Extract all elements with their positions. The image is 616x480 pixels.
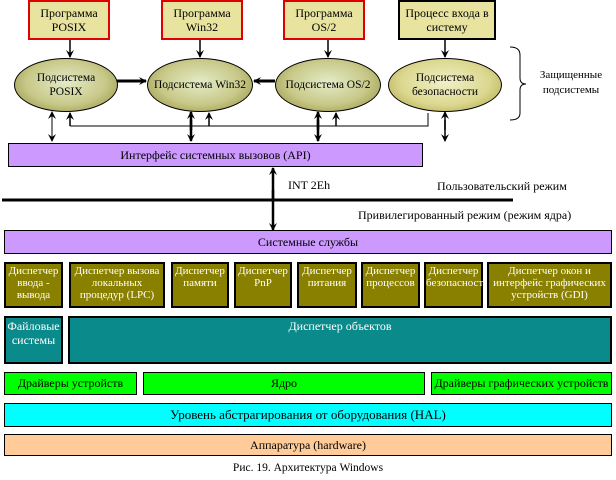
int-label: INT 2Eh bbox=[288, 178, 331, 192]
device-drivers: Драйверы устройств bbox=[4, 372, 137, 395]
graphics-drivers: Драйверы графических устройств bbox=[431, 372, 612, 395]
subsystem-os2: Подсистема OS/2 bbox=[275, 58, 381, 112]
device-drivers-label: Драйверы устройств bbox=[17, 376, 124, 390]
user-mode-label: Пользовательский режим bbox=[437, 179, 567, 193]
subsystem-security: Подсистема безопасности bbox=[388, 58, 502, 112]
figure-caption: Рис. 19. Архитектура Windows bbox=[232, 462, 384, 474]
security-bus-line bbox=[70, 113, 429, 127]
program-win32: Программа Win32 bbox=[161, 0, 243, 40]
logon-process-label: Процесс входа в систему bbox=[405, 6, 489, 34]
system-services-label: Системные службы bbox=[257, 234, 359, 249]
manager-power: Диспетчер питания bbox=[297, 262, 357, 308]
subsystem-os2-label: Подсистема OS/2 bbox=[285, 79, 371, 91]
graphics-drivers-label: Драйверы графических устройств bbox=[434, 376, 609, 390]
subsystem-posix-label: Подсистема POSIX bbox=[36, 72, 96, 98]
hal-label: Уровень абстрагирования от оборудования … bbox=[170, 407, 446, 422]
api-bar: Интерфейс системных вызовов (API) bbox=[8, 143, 423, 167]
file-systems: Файловые системы bbox=[4, 316, 63, 364]
program-posix: Программа POSIX bbox=[28, 0, 110, 40]
subsystem-win32: Подсистема Win32 bbox=[147, 58, 253, 112]
manager-process: Диспетчер процессов bbox=[361, 262, 420, 308]
kernel: Ядро bbox=[143, 372, 425, 395]
program-os2: Программа OS/2 bbox=[283, 0, 365, 40]
subsystem-win32-label: Подсистема Win32 bbox=[153, 79, 247, 91]
logon-process: Процесс входа в систему bbox=[398, 0, 496, 40]
subsystem-posix: Подсистема POSIX bbox=[14, 58, 118, 112]
api-label: Интерфейс системных вызовов (API) bbox=[120, 147, 311, 162]
subsystem-security-label: Подсистема безопасности bbox=[411, 72, 478, 98]
program-posix-label: Программа POSIX bbox=[40, 6, 98, 34]
object-manager: Диспетчер объектов bbox=[68, 316, 612, 364]
hal-bar: Уровень абстрагирования от оборудования … bbox=[4, 403, 612, 427]
kernel-mode-label: Привилегированный режим (режим ядра) bbox=[358, 208, 572, 222]
manager-pnp: Диспетчер PnP bbox=[234, 262, 292, 308]
program-win32-label: Программа Win32 bbox=[173, 6, 231, 34]
manager-io: Диспетчер ввода - вывода bbox=[4, 262, 63, 308]
manager-windows-gdi: Диспетчер окон и интерфейс графических у… bbox=[487, 262, 612, 308]
manager-memory: Диспетчер памяти bbox=[171, 262, 229, 308]
protected-subsystems-brace bbox=[509, 46, 527, 121]
hardware-label: Аппаратура (hardware) bbox=[250, 437, 366, 452]
protected-subsystems-label: Защищенные подсистемы bbox=[539, 69, 603, 96]
system-services-bar: Системные службы bbox=[4, 230, 612, 254]
program-os2-label: Программа OS/2 bbox=[295, 6, 353, 34]
manager-security: Диспетчер безопасности bbox=[424, 262, 489, 308]
manager-lpc: Диспетчер вызова локальных процедур (LPC… bbox=[69, 262, 165, 308]
hardware-bar: Аппаратура (hardware) bbox=[4, 434, 612, 456]
kernel-label: Ядро bbox=[270, 376, 298, 390]
